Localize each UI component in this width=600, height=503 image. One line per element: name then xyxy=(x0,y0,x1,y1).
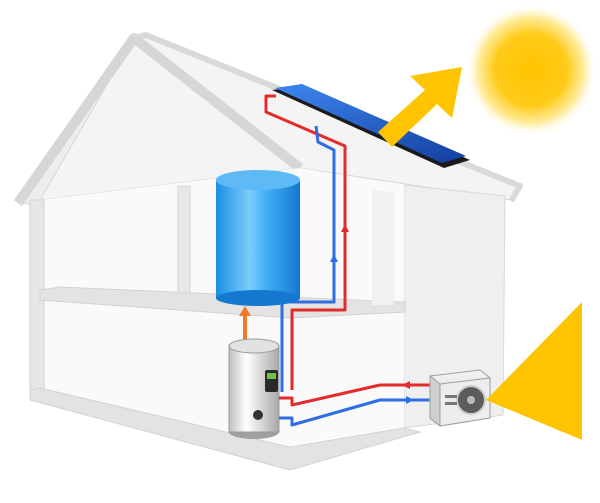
solar-hot-pipe xyxy=(264,94,347,390)
solar-cold-pipe xyxy=(280,125,336,392)
boiler-dial xyxy=(253,410,263,420)
boiler-to-tank-arrow xyxy=(239,306,251,340)
house-floor-ground xyxy=(29,387,422,471)
boiler-icon xyxy=(228,338,280,439)
outdoor-air-cone xyxy=(486,302,582,440)
heat-pump-icon xyxy=(429,369,491,428)
water-tank-icon xyxy=(216,170,300,306)
solar-panel-icon xyxy=(272,84,470,168)
sun-ray-arrow xyxy=(378,67,462,147)
sun-icon xyxy=(465,4,597,136)
heat-pump-pipe-loop xyxy=(279,381,430,427)
heat-pump-cold-pipe xyxy=(279,398,430,427)
solar-pipe-loop xyxy=(264,94,349,392)
heat-pump-hot-pipe xyxy=(279,383,430,407)
